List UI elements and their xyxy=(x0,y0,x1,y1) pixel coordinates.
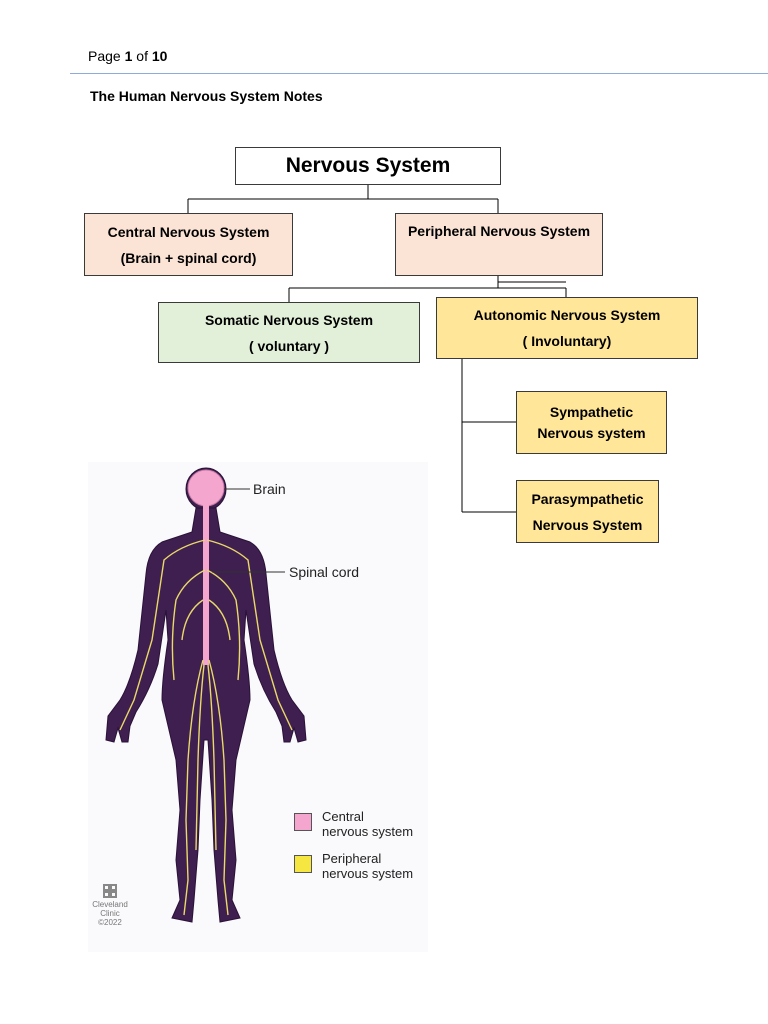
header-rule xyxy=(70,73,768,74)
cleveland-clinic-credit: Cleveland Clinic ©2022 xyxy=(88,884,132,927)
label-spinal-cord: Spinal cord xyxy=(289,564,360,580)
box-nervous-system: Nervous System xyxy=(235,147,501,185)
legend-central: Central nervous system xyxy=(322,809,414,839)
legend-swatch-central xyxy=(294,813,312,831)
document-title: The Human Nervous System Notes xyxy=(90,88,323,104)
box-sympathetic-nervous-system: Sympathetic Nervous system xyxy=(516,391,667,454)
box-peripheral-nervous-system: Peripheral Nervous System xyxy=(395,213,603,276)
legend-swatch-peripheral xyxy=(294,855,312,873)
cleveland-clinic-logo-icon xyxy=(103,884,117,898)
label-brain: Brain xyxy=(253,481,286,497)
box-central-nervous-system: Central Nervous System (Brain + spinal c… xyxy=(84,213,293,276)
legend-peripheral: Peripheral nervous system xyxy=(322,851,414,881)
box-somatic-nervous-system: Somatic Nervous System ( voluntary ) xyxy=(158,302,420,363)
box-autonomic-nervous-system: Autonomic Nervous System ( Involuntary) xyxy=(436,297,698,359)
page-number: Page 1 of 10 xyxy=(88,48,168,64)
nervous-system-illustration xyxy=(88,462,428,952)
box-parasympathetic-nervous-system: Parasympathetic Nervous System xyxy=(516,480,659,543)
